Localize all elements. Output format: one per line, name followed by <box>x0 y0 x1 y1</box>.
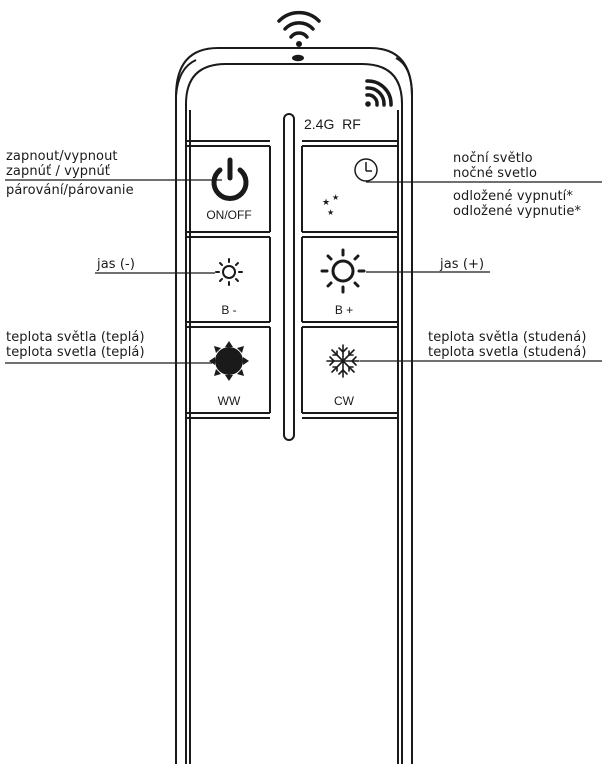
callout-warm-line-1: teplota světla (teplá) <box>6 330 145 345</box>
warm-button-label: WW <box>218 394 241 408</box>
button-bright-up[interactable] <box>301 231 398 322</box>
button-warm[interactable] <box>186 321 271 419</box>
callout-night-line-1: noční světlo <box>453 151 533 166</box>
signal-icon <box>365 79 393 107</box>
button-night[interactable] <box>301 140 398 232</box>
power-icon <box>211 157 249 201</box>
remote-body <box>175 47 413 764</box>
callout-cold-line-1: teplota světla (studená) <box>428 330 587 345</box>
callout-bright-down-line-1: jas (-) <box>97 257 136 272</box>
wifi-icon <box>277 10 321 62</box>
button-bright-down[interactable] <box>186 231 271 322</box>
filled-sun-icon <box>209 341 249 381</box>
large-sun-icon <box>320 248 366 294</box>
cold-button-label: CW <box>334 394 355 408</box>
callout-power-line-1: zapnout/vypnout <box>6 149 118 164</box>
callout-warm: teplota světla (teplá) teplota svetla (t… <box>6 330 145 360</box>
callout-bright-up-line-1: jas (+) <box>440 257 485 272</box>
callout-lines <box>5 179 602 364</box>
svg-text:★: ★ <box>327 208 334 217</box>
snowflake-icon <box>326 344 360 378</box>
callout-night-line-4: odložené vypnutie* <box>453 204 582 219</box>
button-power[interactable] <box>186 140 271 232</box>
small-sun-icon <box>215 258 243 286</box>
power-button-label: ON/OFF <box>206 208 251 222</box>
callout-night-line-2: nočné svetlo <box>453 166 538 181</box>
svg-text:★: ★ <box>322 198 330 208</box>
callout-power: zapnout/vypnout zapnúť / vypnúť párování… <box>6 149 134 198</box>
center-divider <box>283 113 295 441</box>
svg-text:★: ★ <box>332 193 339 202</box>
bright-down-label: B - <box>221 303 236 317</box>
callout-power-line-3: párování/párovanie <box>6 183 134 198</box>
callout-warm-line-2: teplota svetla (teplá) <box>6 345 145 360</box>
callout-bright-down: jas (-) <box>97 257 135 272</box>
callout-cold-line-2: teplota svetla (studená) <box>428 345 587 360</box>
callout-night-line-3: odložené vypnutí* <box>453 189 573 204</box>
bright-up-label: B + <box>335 303 353 317</box>
rf-label: 2.4G RF <box>304 116 361 132</box>
callout-cold: teplota světla (studená) teplota svetla … <box>428 330 587 360</box>
callout-power-line-2: zapnúť / vypnúť <box>6 164 110 179</box>
button-cold[interactable] <box>301 321 398 419</box>
callout-bright-up: jas (+) <box>440 257 484 272</box>
clock-moon-icon: ★ ★ ★ <box>322 158 378 221</box>
callout-night: noční světlo nočné svetlo odložené vypnu… <box>453 151 581 219</box>
